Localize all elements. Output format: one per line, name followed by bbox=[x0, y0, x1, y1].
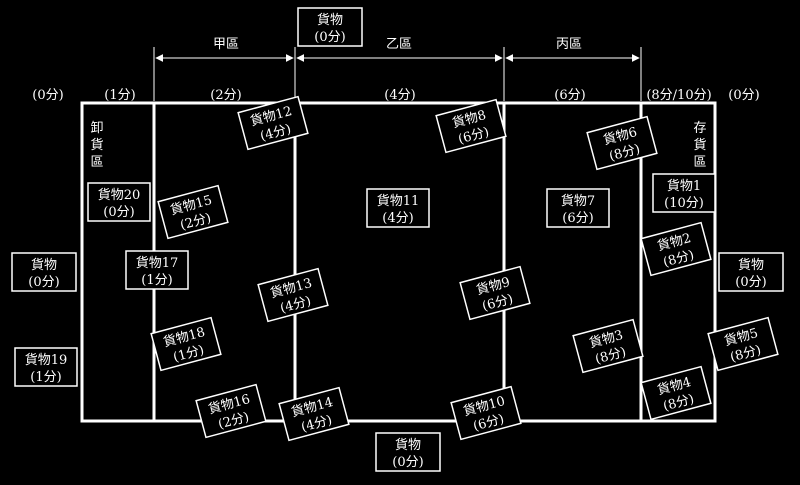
cargo-box-c10: 貨物10(6分) bbox=[450, 385, 522, 441]
section-score-right-outer: (0分) bbox=[728, 88, 759, 103]
storage-area-label: 存 貨 區 bbox=[693, 121, 706, 170]
cargo-box-frame bbox=[297, 7, 363, 47]
cargo-box-frame bbox=[652, 173, 716, 213]
cargo-score: (0分) bbox=[392, 455, 423, 470]
cargo-box-c1: 貨物1 (10分) bbox=[652, 173, 716, 213]
cargo-name: 貨物19 bbox=[25, 352, 68, 368]
cargo-box-bottom: 貨物 (0分) bbox=[375, 432, 441, 472]
cargo-box-frame bbox=[546, 188, 610, 228]
storage-label-char-1: 存 bbox=[693, 121, 706, 136]
section-score-left-outer: (0分) bbox=[32, 88, 63, 103]
cargo-box-c12: 貨物12(4分) bbox=[237, 95, 309, 151]
section-score-row: (0分) (1分) (2分) (4分) (6分) (8分/10分) (0分) bbox=[32, 88, 759, 103]
cargo-box-frame bbox=[459, 265, 531, 321]
cargo-box-c18: 貨物18(1分) bbox=[150, 316, 222, 372]
cargo-layer: 貨物(0分)貨物(0分)貨物(0分)貨物(0分)貨物1(10分)貨物2(8分)貨… bbox=[11, 7, 784, 472]
cargo-score: (0分) bbox=[314, 30, 345, 45]
cargo-score: (0分) bbox=[28, 275, 59, 290]
cargo-box-left: 貨物 (0分) bbox=[11, 252, 77, 292]
cargo-box-frame bbox=[195, 383, 267, 439]
cargo-box-frame bbox=[125, 250, 189, 290]
cargo-name: 貨物7 bbox=[561, 193, 595, 209]
cargo-box-c19: 貨物19 (1分) bbox=[14, 347, 78, 387]
cargo-box-c4: 貨物4(8分) bbox=[640, 365, 712, 421]
cargo-name: 貨物20 bbox=[98, 187, 141, 203]
cargo-box-c20: 貨物20 (0分) bbox=[87, 182, 151, 222]
cargo-box-frame bbox=[237, 95, 309, 151]
zone-dimensions: 甲區 乙區 丙區 bbox=[153, 37, 642, 101]
cargo-box-c13: 貨物13(4分) bbox=[257, 267, 329, 323]
unloading-label-char-1: 卸 bbox=[90, 120, 103, 136]
cargo-box-right: 貨物 (0分) bbox=[718, 252, 784, 292]
cargo-box-frame bbox=[366, 188, 430, 228]
cargo-box-c17: 貨物17 (1分) bbox=[125, 250, 189, 290]
cargo-score: (1分) bbox=[141, 273, 172, 288]
cargo-name: 貨物1 bbox=[667, 178, 701, 194]
cargo-box-frame bbox=[11, 252, 77, 292]
cargo-box-frame bbox=[87, 182, 151, 222]
unloading-label-char-3: 區 bbox=[90, 155, 103, 170]
cargo-name: 貨物17 bbox=[136, 255, 179, 271]
cargo-score: (4分) bbox=[382, 211, 413, 226]
zone-label-yi: 乙區 bbox=[386, 37, 412, 52]
cargo-box-frame bbox=[640, 221, 712, 277]
cargo-name: 貨物 bbox=[31, 257, 57, 273]
section-score-jia: (2分) bbox=[210, 88, 241, 103]
zone-label-jia: 甲區 bbox=[213, 37, 239, 52]
cargo-box-frame bbox=[14, 347, 78, 387]
cargo-box-c7: 貨物7 (6分) bbox=[546, 188, 610, 228]
cargo-box-c2: 貨物2(8分) bbox=[640, 221, 712, 277]
cargo-box-c14: 貨物14(4分) bbox=[278, 386, 350, 442]
cargo-box-top: 貨物 (0分) bbox=[297, 7, 363, 47]
cargo-box-frame bbox=[718, 252, 784, 292]
storage-label-char-2: 貨 bbox=[693, 137, 706, 153]
cargo-box-frame bbox=[586, 115, 658, 171]
field-boundary bbox=[80, 101, 717, 423]
section-score-unloading: (1分) bbox=[104, 88, 135, 103]
unloading-label-char-2: 貨 bbox=[90, 137, 103, 153]
cargo-box-frame bbox=[640, 365, 712, 421]
zone-label-bing: 丙區 bbox=[556, 37, 582, 52]
cargo-box-frame bbox=[278, 386, 350, 442]
cargo-box-c5: 貨物5(8分) bbox=[707, 316, 779, 372]
cargo-box-c8: 貨物8(6分) bbox=[435, 98, 507, 154]
cargo-box-frame bbox=[375, 432, 441, 472]
cargo-score: (0分) bbox=[735, 275, 766, 290]
cargo-box-c15: 貨物15(2分) bbox=[157, 184, 229, 240]
cargo-score: (0分) bbox=[103, 205, 134, 220]
cargo-box-frame bbox=[435, 98, 507, 154]
cargo-name: 貨物 bbox=[395, 437, 421, 453]
cargo-box-frame bbox=[157, 184, 229, 240]
cargo-box-c3: 貨物3(8分) bbox=[572, 318, 644, 374]
cargo-box-frame bbox=[257, 267, 329, 323]
storage-label-char-3: 區 bbox=[693, 155, 706, 170]
cargo-name: 貨物11 bbox=[377, 193, 420, 209]
cargo-box-frame bbox=[450, 385, 522, 441]
cargo-score: (1分) bbox=[30, 370, 61, 385]
cargo-box-c6: 貨物6(8分) bbox=[586, 115, 658, 171]
cargo-box-c16: 貨物16(2分) bbox=[195, 383, 267, 439]
cargo-score: (10分) bbox=[664, 196, 704, 211]
section-score-yi: (4分) bbox=[384, 88, 415, 103]
cargo-name: 貨物 bbox=[317, 12, 343, 28]
section-score-storage: (8分/10分) bbox=[646, 88, 711, 103]
cargo-box-frame bbox=[572, 318, 644, 374]
cargo-box-c11: 貨物11 (4分) bbox=[366, 188, 430, 228]
cargo-box-frame bbox=[707, 316, 779, 372]
cargo-score: (6分) bbox=[562, 211, 593, 226]
unloading-area-label: 卸 貨 區 bbox=[90, 120, 103, 170]
cargo-box-frame bbox=[150, 316, 222, 372]
cargo-box-c9: 貨物9(6分) bbox=[459, 265, 531, 321]
section-score-bing: (6分) bbox=[554, 88, 585, 103]
cargo-name: 貨物 bbox=[738, 257, 764, 273]
